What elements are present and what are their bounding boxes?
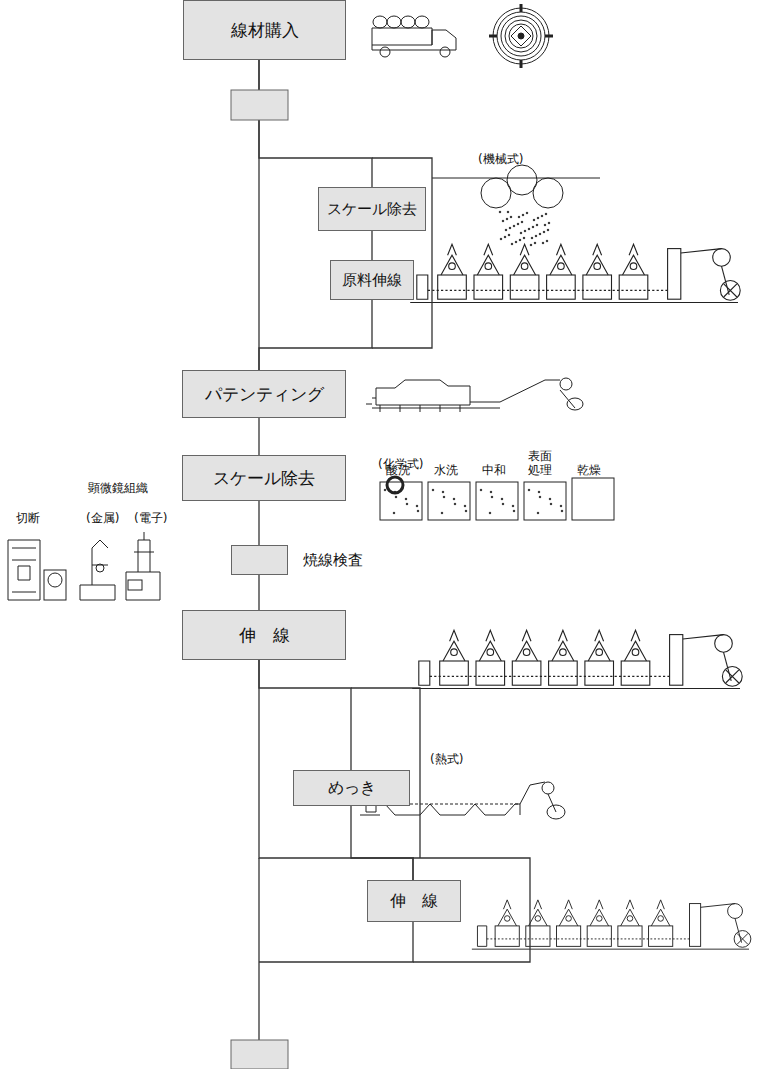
flow-line: [258, 501, 259, 545]
flow-line: [259, 60, 372, 187]
blank-box: [231, 90, 288, 120]
flow-line: [258, 858, 259, 1040]
flow-line: [371, 231, 372, 260]
annotation-label: 切断: [16, 511, 40, 525]
flow-line: [259, 300, 372, 370]
pickling-tanks: [380, 477, 614, 520]
process-label: スケール除去: [213, 467, 315, 490]
annotation-label: (熱式): [430, 752, 463, 766]
annotation-label: 酸洗: [386, 463, 410, 477]
flow-line: [351, 806, 413, 880]
annotation-label: 中和: [482, 463, 506, 477]
process-box: 原料伸線: [330, 260, 414, 300]
truck: [372, 16, 456, 57]
annotation-label: 水洗: [434, 463, 458, 477]
process-label: 伸 線: [390, 891, 438, 912]
annotation-label: (電子): [134, 511, 167, 525]
process-label: 線材購入: [231, 19, 299, 42]
process-box: 伸 線: [182, 610, 346, 660]
flow-line: [259, 660, 351, 770]
process-box: 伸 線: [367, 880, 461, 922]
drawing-machine: [412, 630, 742, 688]
patenting-furnace: [366, 378, 583, 412]
process-label: パテンティング: [205, 383, 324, 406]
annotation-label: (金属): [86, 511, 119, 525]
process-label: 伸 線: [239, 624, 290, 647]
descaling-rollers: [432, 165, 600, 246]
wire-coil: [489, 4, 553, 68]
flow-line: [259, 660, 413, 880]
flow-line: [259, 922, 413, 962]
annotation-label: 表面 処理: [528, 449, 556, 478]
annotation-label: 顕微鏡組織: [88, 481, 148, 495]
process-label: スケール除去: [327, 200, 417, 219]
drawing-machine: [472, 900, 751, 949]
process-box: 線材購入: [183, 0, 346, 60]
process-box: スケール除去: [318, 187, 426, 231]
blank-box: [231, 1040, 288, 1069]
annotation-label: 乾燥: [577, 463, 601, 477]
process-box: スケール除去: [182, 455, 346, 501]
flow-line: [258, 418, 259, 455]
process-box: めっき: [293, 770, 410, 806]
process-box: パテンティング: [182, 370, 346, 418]
flow-line: [258, 575, 259, 610]
test-equipment: [8, 532, 160, 600]
process-label: めっき: [328, 778, 376, 799]
drawing-machine: [410, 244, 740, 302]
process-box: 焼線検査: [231, 545, 288, 575]
annotation-label: (機械式): [478, 152, 523, 166]
process-label: 焼線検査: [303, 551, 363, 570]
process-label: 原料伸線: [342, 271, 402, 290]
